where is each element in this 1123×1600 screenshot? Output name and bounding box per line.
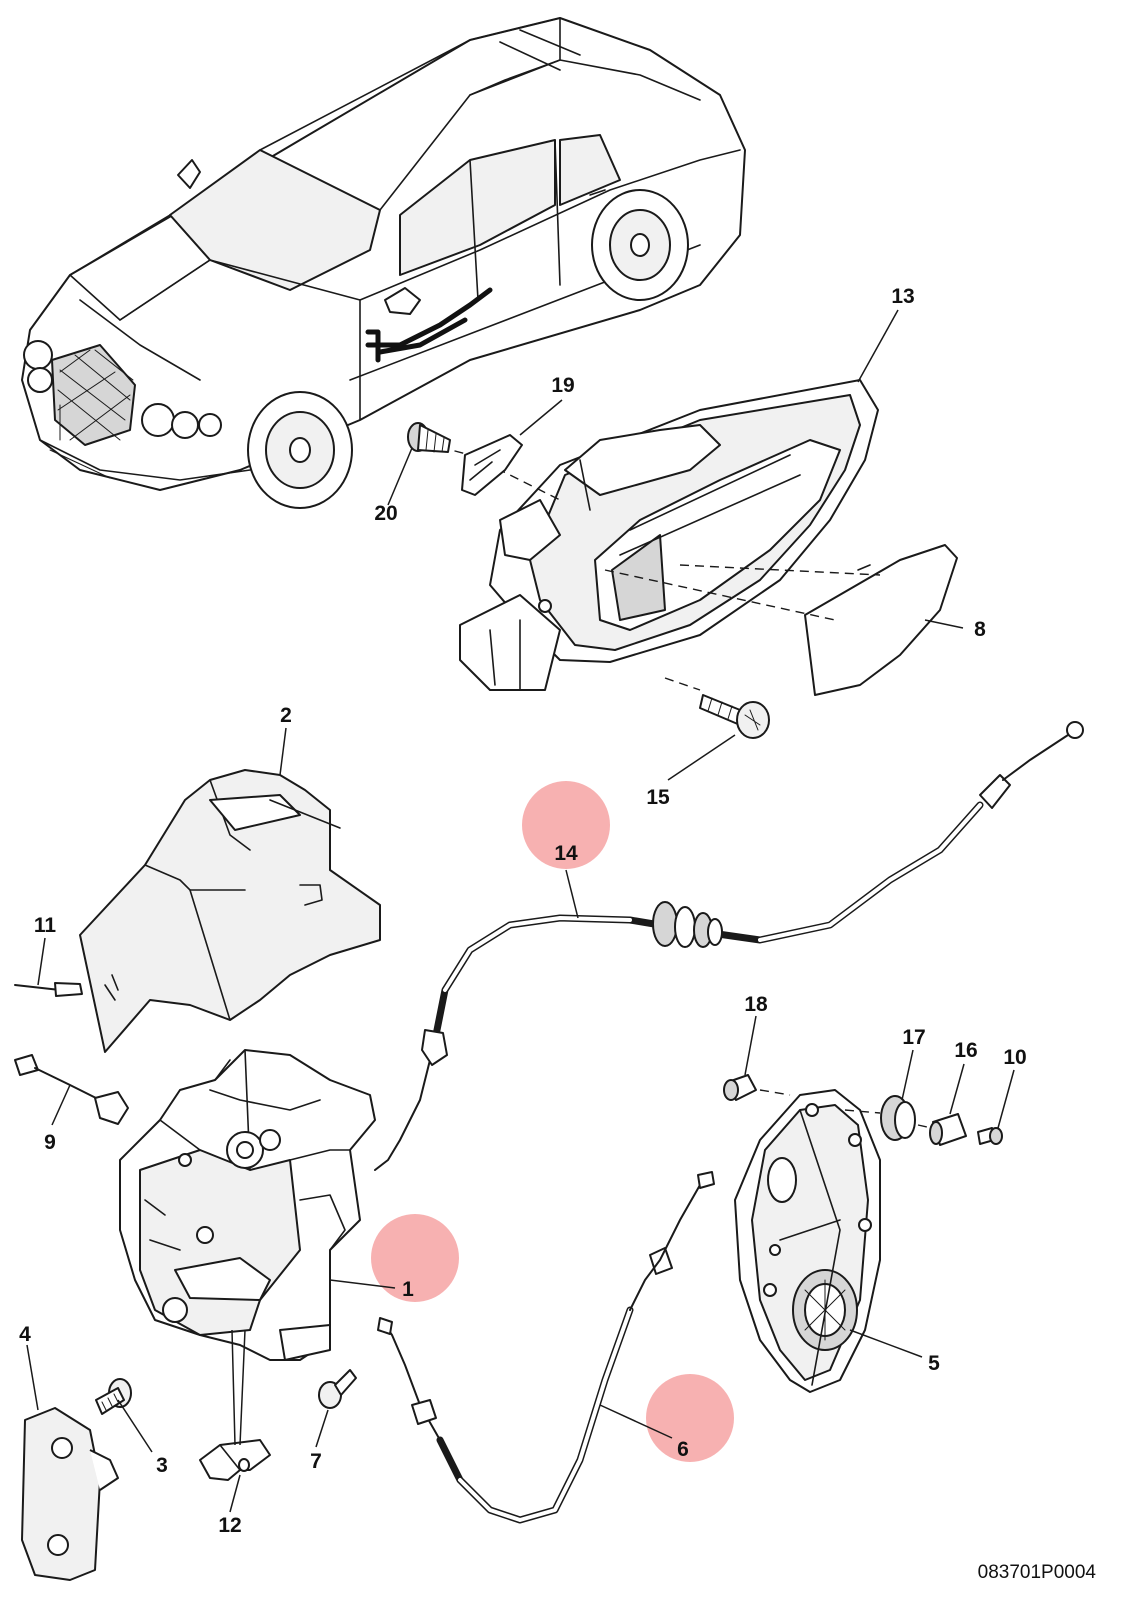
clip-12	[199, 1439, 271, 1481]
cover-plate-2	[79, 769, 381, 1053]
bracket-19	[461, 434, 523, 496]
leader-lines	[26, 309, 1015, 1513]
callout-1: 1	[402, 1278, 414, 1301]
callout-10: 10	[1003, 1046, 1026, 1069]
pin-11	[14, 982, 83, 997]
car-illustration	[21, 17, 746, 509]
sleeve-16	[929, 1113, 967, 1146]
cable-14	[374, 721, 1084, 1171]
motor-unit-5	[734, 1089, 881, 1393]
bushing-18	[723, 1074, 757, 1101]
callout-17: 17	[902, 1026, 925, 1049]
callout-12: 12	[218, 1514, 241, 1537]
callout-15: 15	[646, 786, 670, 809]
cable-6	[377, 1171, 715, 1524]
callout-3: 3	[156, 1454, 168, 1477]
inner-handle-assembly	[439, 379, 958, 696]
screw-20	[407, 422, 451, 453]
callout-8: 8	[974, 618, 986, 641]
callout-2: 2	[280, 704, 292, 727]
callout-11: 11	[34, 914, 57, 937]
callout-7: 7	[310, 1450, 322, 1473]
cover-4	[21, 1407, 119, 1581]
highlight-1	[371, 1214, 459, 1302]
callout-18: 18	[744, 993, 768, 1016]
callout-6: 6	[677, 1438, 689, 1461]
door-lock-1	[119, 1049, 376, 1361]
drawing-reference: 083701P0004	[978, 1562, 1097, 1583]
callout-labels: 13 19 20 8 15 2 14 11 9 1 18 17 16 10 5 4 3 7 12 6	[19, 285, 1027, 1537]
screw-15	[699, 694, 770, 739]
callout-4: 4	[19, 1323, 31, 1346]
callout-14: 14	[554, 842, 578, 865]
highlight-6	[646, 1374, 734, 1462]
highlight-14	[522, 781, 610, 869]
grommet-17	[880, 1095, 916, 1141]
callout-5: 5	[928, 1352, 940, 1375]
callout-9: 9	[44, 1131, 56, 1154]
screw-10	[977, 1127, 1003, 1145]
connector-9	[14, 1054, 129, 1125]
callout-13: 13	[891, 285, 914, 308]
callout-16: 16	[954, 1039, 977, 1062]
callout-20: 20	[374, 502, 397, 525]
callout-19: 19	[551, 374, 574, 397]
screw-3	[95, 1378, 132, 1415]
screw-7	[318, 1369, 357, 1409]
